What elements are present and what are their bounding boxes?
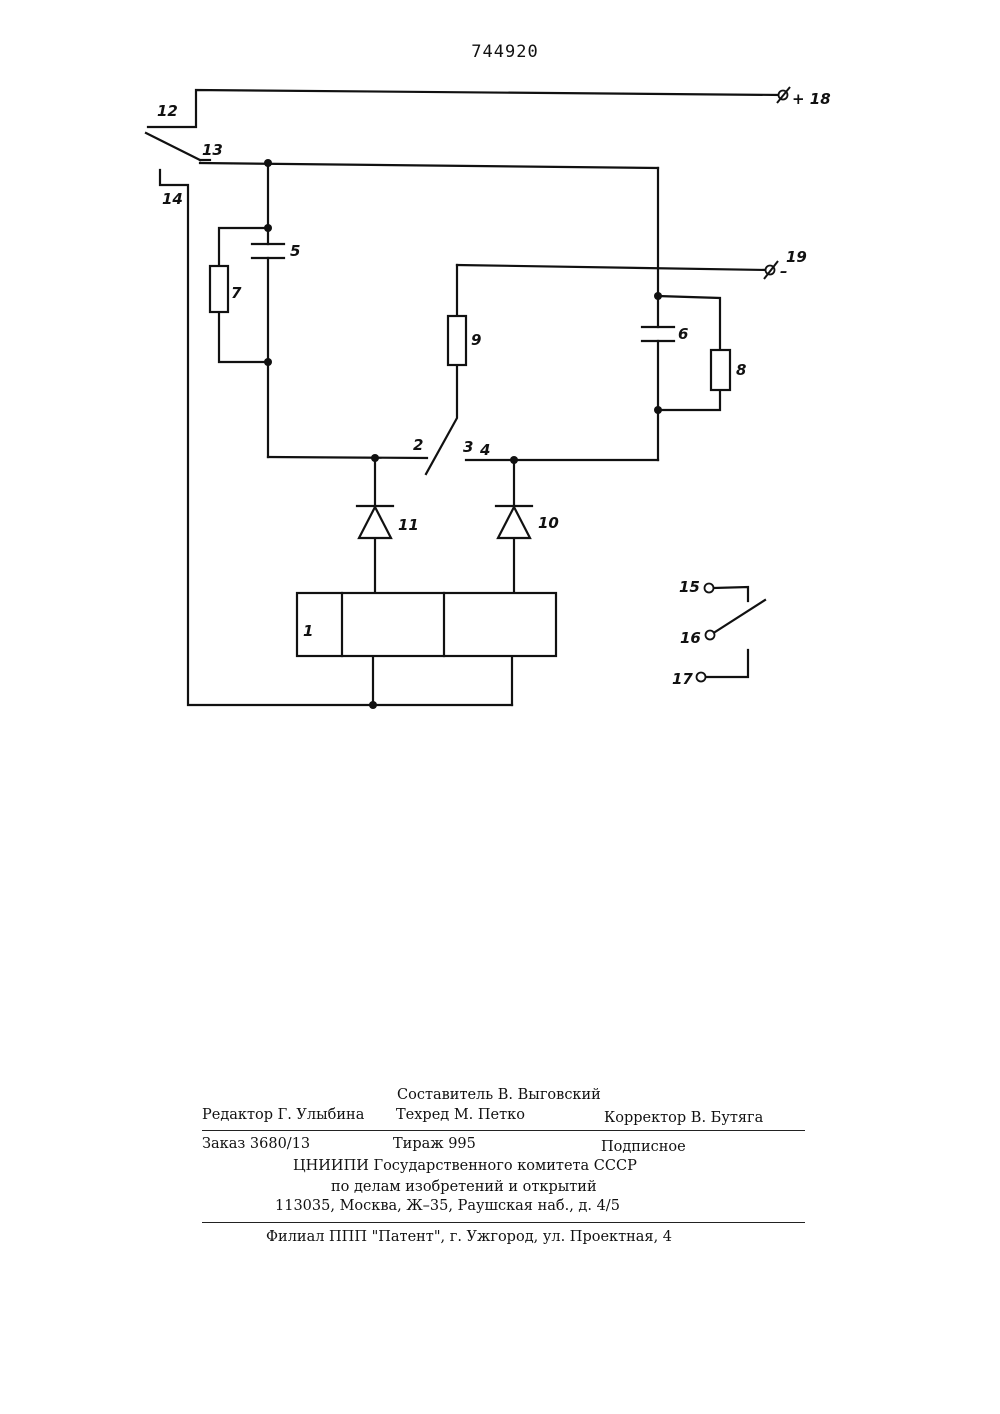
label-15: 15 bbox=[679, 578, 700, 596]
label-12: 12 bbox=[157, 102, 178, 120]
diode-11 bbox=[357, 506, 393, 538]
capacitor-6 bbox=[642, 327, 674, 341]
label-16: 16 bbox=[680, 629, 701, 647]
circuit-diagram: 1 2 3 4 5 6 7 8 9 10 11 12 13 14 15 16 1… bbox=[0, 0, 1000, 760]
circulation-line: Тираж 995 bbox=[393, 1136, 476, 1152]
label-5: 5 bbox=[290, 242, 300, 260]
label-1: 1 bbox=[303, 622, 313, 640]
resistor-8 bbox=[711, 350, 730, 390]
org-line-1: ЦНИИПИ Государственного комитета СССР bbox=[293, 1158, 637, 1174]
label-19-sign: – bbox=[780, 262, 788, 280]
switch-15-16-17 bbox=[697, 584, 766, 682]
label-19: 19 bbox=[786, 248, 807, 266]
label-3: 3 bbox=[463, 438, 473, 456]
branch-line: Филиал ППП "Патент", г. Ужгород, ул. Про… bbox=[266, 1229, 672, 1245]
resistor-7 bbox=[210, 266, 228, 312]
label-4: 4 bbox=[479, 441, 490, 459]
switch-blade bbox=[146, 133, 200, 160]
label-18: + 18 bbox=[792, 90, 831, 108]
divider-top bbox=[202, 1130, 805, 1131]
resistor-9 bbox=[448, 316, 466, 365]
label-8: 8 bbox=[736, 361, 746, 379]
diode-10 bbox=[496, 506, 532, 538]
org-line-2: по делам изобретений и открытий bbox=[331, 1179, 597, 1195]
terminal-17 bbox=[697, 673, 706, 682]
compiler-line: Составитель В. Выговский bbox=[397, 1087, 601, 1103]
editor-line: Редактор Г. Улыбина bbox=[202, 1107, 364, 1123]
label-13: 13 bbox=[202, 141, 223, 159]
label-2: 2 bbox=[413, 436, 423, 454]
label-17: 17 bbox=[672, 670, 693, 688]
order-line: Заказ 3680/13 bbox=[202, 1136, 310, 1152]
address-line: 113035, Москва, Ж–35, Раушская наб., д. … bbox=[275, 1198, 620, 1214]
techred-line: Техред М. Петко bbox=[396, 1107, 525, 1123]
relay-block-1 bbox=[297, 593, 556, 656]
subscription-line: Подписное bbox=[601, 1139, 686, 1155]
label-10: 10 bbox=[538, 514, 559, 532]
capacitor-5 bbox=[252, 244, 284, 258]
terminal-15 bbox=[705, 584, 714, 593]
divider-bottom bbox=[202, 1222, 805, 1223]
label-6: 6 bbox=[678, 325, 688, 343]
label-7: 7 bbox=[231, 284, 242, 302]
label-11: 11 bbox=[398, 516, 419, 534]
supply-line-18 bbox=[148, 87, 790, 127]
label-14: 14 bbox=[162, 190, 183, 208]
terminal-19 bbox=[764, 261, 778, 279]
terminal-16 bbox=[706, 631, 715, 640]
corrector-line: Корректор В. Бутяга bbox=[604, 1110, 763, 1126]
label-9: 9 bbox=[471, 331, 481, 349]
